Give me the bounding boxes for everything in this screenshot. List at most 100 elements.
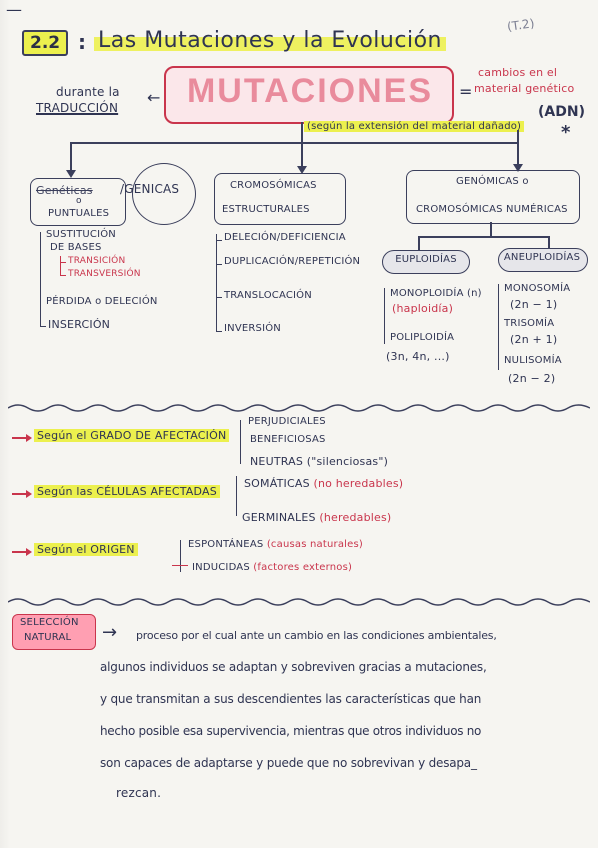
- germinales-term: GERMINALES: [242, 511, 316, 524]
- eu-item-poliploidia: POLIPLOIDÍA: [390, 332, 455, 343]
- genomicas-title1: GENÓMICAS o: [456, 176, 529, 187]
- espontaneas-term: ESPONTÁNEAS: [188, 539, 264, 550]
- genicas-item-insercion: INSERCIÓN: [48, 318, 111, 331]
- genomicas-box: [406, 170, 580, 224]
- celulas-item-germinales: GERMINALES (heredables): [242, 511, 391, 524]
- genicas-o: o: [76, 196, 82, 206]
- genicas-item-transicion: TRANSICIÓN: [68, 256, 126, 266]
- right-adn: (ADN): [538, 104, 585, 120]
- celulas-arrow: [12, 490, 32, 498]
- origen-bar: [180, 540, 182, 572]
- aneu-item-nulisomia: NULISOMÍA: [504, 355, 562, 366]
- section-number-box: 2.2: [22, 30, 69, 56]
- genicas-item-perdida: PÉRDIDA o DELECIÓN: [46, 296, 158, 307]
- right-note-line2: material genético: [474, 82, 575, 95]
- aneu-item-trisomia: TRISOMÍA: [504, 318, 555, 329]
- aneuploidias-oval: [498, 248, 588, 272]
- aneu-item-monosomia: MONOSOMÍA: [504, 283, 571, 294]
- connector-left-vertical: [70, 142, 72, 172]
- connector-center-arrow: [297, 166, 307, 174]
- wavy-divider-bottom: [8, 598, 590, 606]
- aneu-item-2n-1: (2n − 1): [510, 298, 558, 311]
- somaticas-note: (no heredables): [313, 477, 404, 490]
- main-title: MUTACIONES: [186, 72, 434, 110]
- germinales-note: (heredables): [319, 511, 392, 524]
- extension-subtitle: (según la extensión del material dañado): [304, 121, 525, 132]
- genicas-item-transversion: TRANSVERSIÓN: [68, 269, 141, 279]
- grado-label: Según el GRADO DE AFECTACIÓN: [34, 429, 230, 442]
- seleccion-text-line1: proceso por el cual ante un cambio en la…: [136, 629, 497, 642]
- origen-label: Según el ORIGEN: [34, 543, 138, 556]
- connector-left-arrow: [66, 170, 76, 178]
- genomicas-stem: [490, 222, 492, 236]
- genicas-label: /GENICAS: [120, 182, 180, 196]
- cromosomicas-item-duplicacion: DUPLICACIÓN/REPETICIÓN: [224, 256, 361, 267]
- eu-item-haploidia: (haploidía): [392, 302, 454, 315]
- connector-right-vertical: [517, 130, 519, 166]
- seleccion-text-line2: algunos individuos se adaptan y sobreviv…: [100, 660, 487, 674]
- genicas-item-bases: DE BASES: [50, 242, 102, 253]
- cromosomicas-item-inversion: INVERSIÓN: [224, 323, 281, 334]
- celulas-item-somaticas: SOMÁTICAS (no heredables): [244, 477, 403, 490]
- star-mark: *: [561, 122, 571, 143]
- aneu-item-2n-2: (2n − 2): [508, 372, 556, 385]
- aneuploidias-stem: [548, 236, 550, 248]
- aneuploidias-label: ANEUPLOIDÍAS: [503, 252, 581, 263]
- cromosomicas-title2: ESTRUCTURALES: [222, 204, 310, 215]
- cromosomicas-box: [214, 173, 346, 225]
- genicas-box: [30, 178, 126, 226]
- genicas-puntuales: PUNTUALES: [48, 208, 110, 219]
- top-mark: —: [6, 0, 23, 19]
- cromosomicas-tick-1: [216, 240, 222, 242]
- section-number: 2.2: [30, 33, 61, 53]
- connector-right-arrow: [513, 164, 523, 172]
- cromosomicas-tick-2: [216, 264, 222, 266]
- seleccion-label1: SELECCIÓN: [20, 617, 79, 628]
- grado-item-neutras: NEUTRAS ("silenciosas"): [250, 455, 389, 468]
- cromosomicas-bar: [216, 234, 218, 332]
- left-arrow: ←: [147, 88, 161, 107]
- seleccion-natural-box: [12, 614, 96, 650]
- inducidas-note: (factores externos): [253, 562, 353, 573]
- genicas-circle: [132, 163, 196, 225]
- left-note-line1: durante la: [56, 85, 120, 99]
- genicas-item-sustitucion: SUSTITUCIÓN: [46, 229, 116, 240]
- seleccion-text-line4: hecho posible esa supervivencia, mientra…: [100, 724, 482, 738]
- cromosomicas-item-translocacion: TRANSLOCACIÓN: [224, 290, 312, 301]
- cromosomicas-tick-4: [216, 331, 222, 333]
- left-note-line2: TRADUCCIÓN: [36, 101, 119, 115]
- aneu-item-2n+1: (2n + 1): [510, 333, 558, 346]
- genomicas-split: [418, 236, 548, 238]
- euploidias-label: EUPLOIDÍAS: [395, 254, 457, 265]
- origen-arrow: [12, 548, 32, 556]
- inducidas-term: INDUCIDAS: [192, 562, 250, 573]
- cromosomicas-title1: CROMOSÓMICAS: [230, 180, 317, 191]
- celulas-bar: [236, 476, 238, 516]
- celulas-label: Según las CÉLULAS AFECTADAS: [34, 485, 220, 498]
- origen-item-inducidas: INDUCIDAS (factores externos): [192, 562, 352, 573]
- seleccion-arrow: →: [102, 622, 118, 643]
- seleccion-text-line6: rezcan.: [116, 786, 162, 800]
- wavy-divider-top: [8, 404, 590, 412]
- aneuploidias-bar: [498, 284, 500, 370]
- seleccion-text-line5: son capaces de adaptarse y puede que no …: [100, 756, 477, 770]
- right-equals: =: [459, 82, 473, 101]
- euploidias-oval: [382, 250, 470, 274]
- euploidias-bar: [384, 288, 386, 344]
- eu-item-monoploidia: MONOPLOIDÍA (n): [390, 288, 482, 299]
- grado-item-beneficiosas: BENEFICIOSAS: [250, 434, 326, 445]
- genomicas-title2: CROMOSÓMICAS NUMÉRICAS: [416, 204, 568, 215]
- espontaneas-note: (causas naturales): [266, 539, 364, 550]
- somaticas-term: SOMÁTICAS: [244, 477, 310, 490]
- transicion-bar: [60, 256, 62, 276]
- grado-arrow: [12, 434, 32, 442]
- eu-item-3n4n: (3n, 4n, ...): [386, 350, 450, 363]
- genicas-crossed: Genéticas: [36, 184, 93, 197]
- right-note-line1: cambios en el: [478, 66, 558, 79]
- grado-item-perjudiciales: PERJUDICIALES: [248, 416, 326, 427]
- origen-item-espontaneas: ESPONTÁNEAS (causas naturales): [188, 539, 363, 550]
- genicas-bar: [40, 232, 42, 326]
- connector-horizontal: [70, 142, 518, 144]
- transicion-tick: [60, 262, 66, 264]
